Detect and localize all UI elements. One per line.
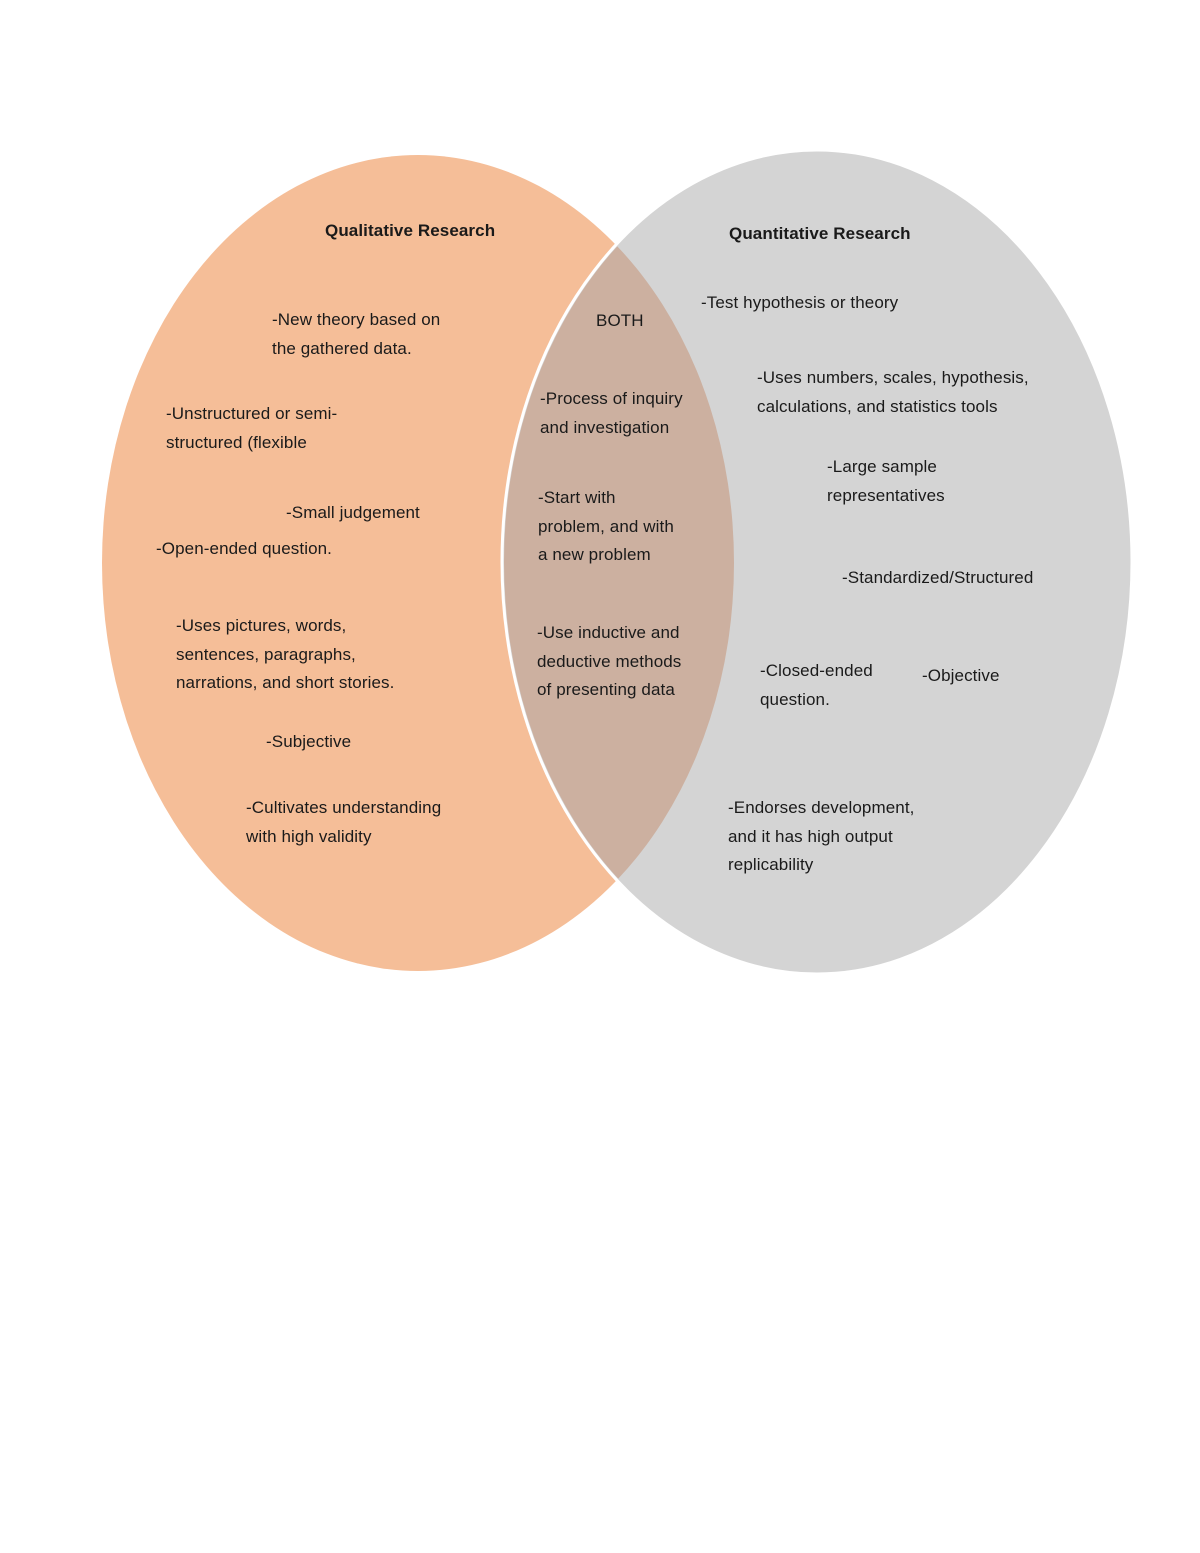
- both-title: BOTH: [596, 311, 644, 330]
- qualitative-item: -Small judgement: [286, 503, 420, 522]
- quantitative-item: -Objective: [922, 666, 1000, 685]
- qualitative-item: -Subjective: [266, 732, 352, 751]
- overlap-region: [504, 155, 734, 971]
- quantitative-item: -Endorses development, and it has high o…: [728, 798, 915, 874]
- quantitative-item: -Closed-ended question.: [760, 661, 873, 709]
- quantitative-item: -Large sample representatives: [827, 457, 945, 505]
- both-item: -Use inductive and deductive methods of …: [537, 623, 682, 699]
- qualitative-item: -Uses pictures, words, sentences, paragr…: [176, 616, 395, 692]
- both-item: -Start with problem, and with a new prob…: [538, 488, 674, 564]
- qualitative-item: -Cultivates understanding with high vali…: [246, 798, 442, 846]
- qualitative-item: -Unstructured or semi- structured (flexi…: [166, 404, 338, 452]
- qualitative-item: -Open-ended question.: [156, 539, 333, 558]
- both-item: -Process of inquiry and investigation: [540, 389, 683, 437]
- quantitative-item: -Uses numbers, scales, hypothesis, calcu…: [757, 368, 1029, 416]
- quantitative-title: Quantitative Research: [729, 224, 911, 243]
- qualitative-title: Qualitative Research: [325, 221, 496, 240]
- quantitative-item: -Standardized/Structured: [842, 568, 1034, 587]
- qualitative-item: -New theory based on the gathered data.: [272, 310, 441, 358]
- quantitative-item: -Test hypothesis or theory: [701, 293, 899, 312]
